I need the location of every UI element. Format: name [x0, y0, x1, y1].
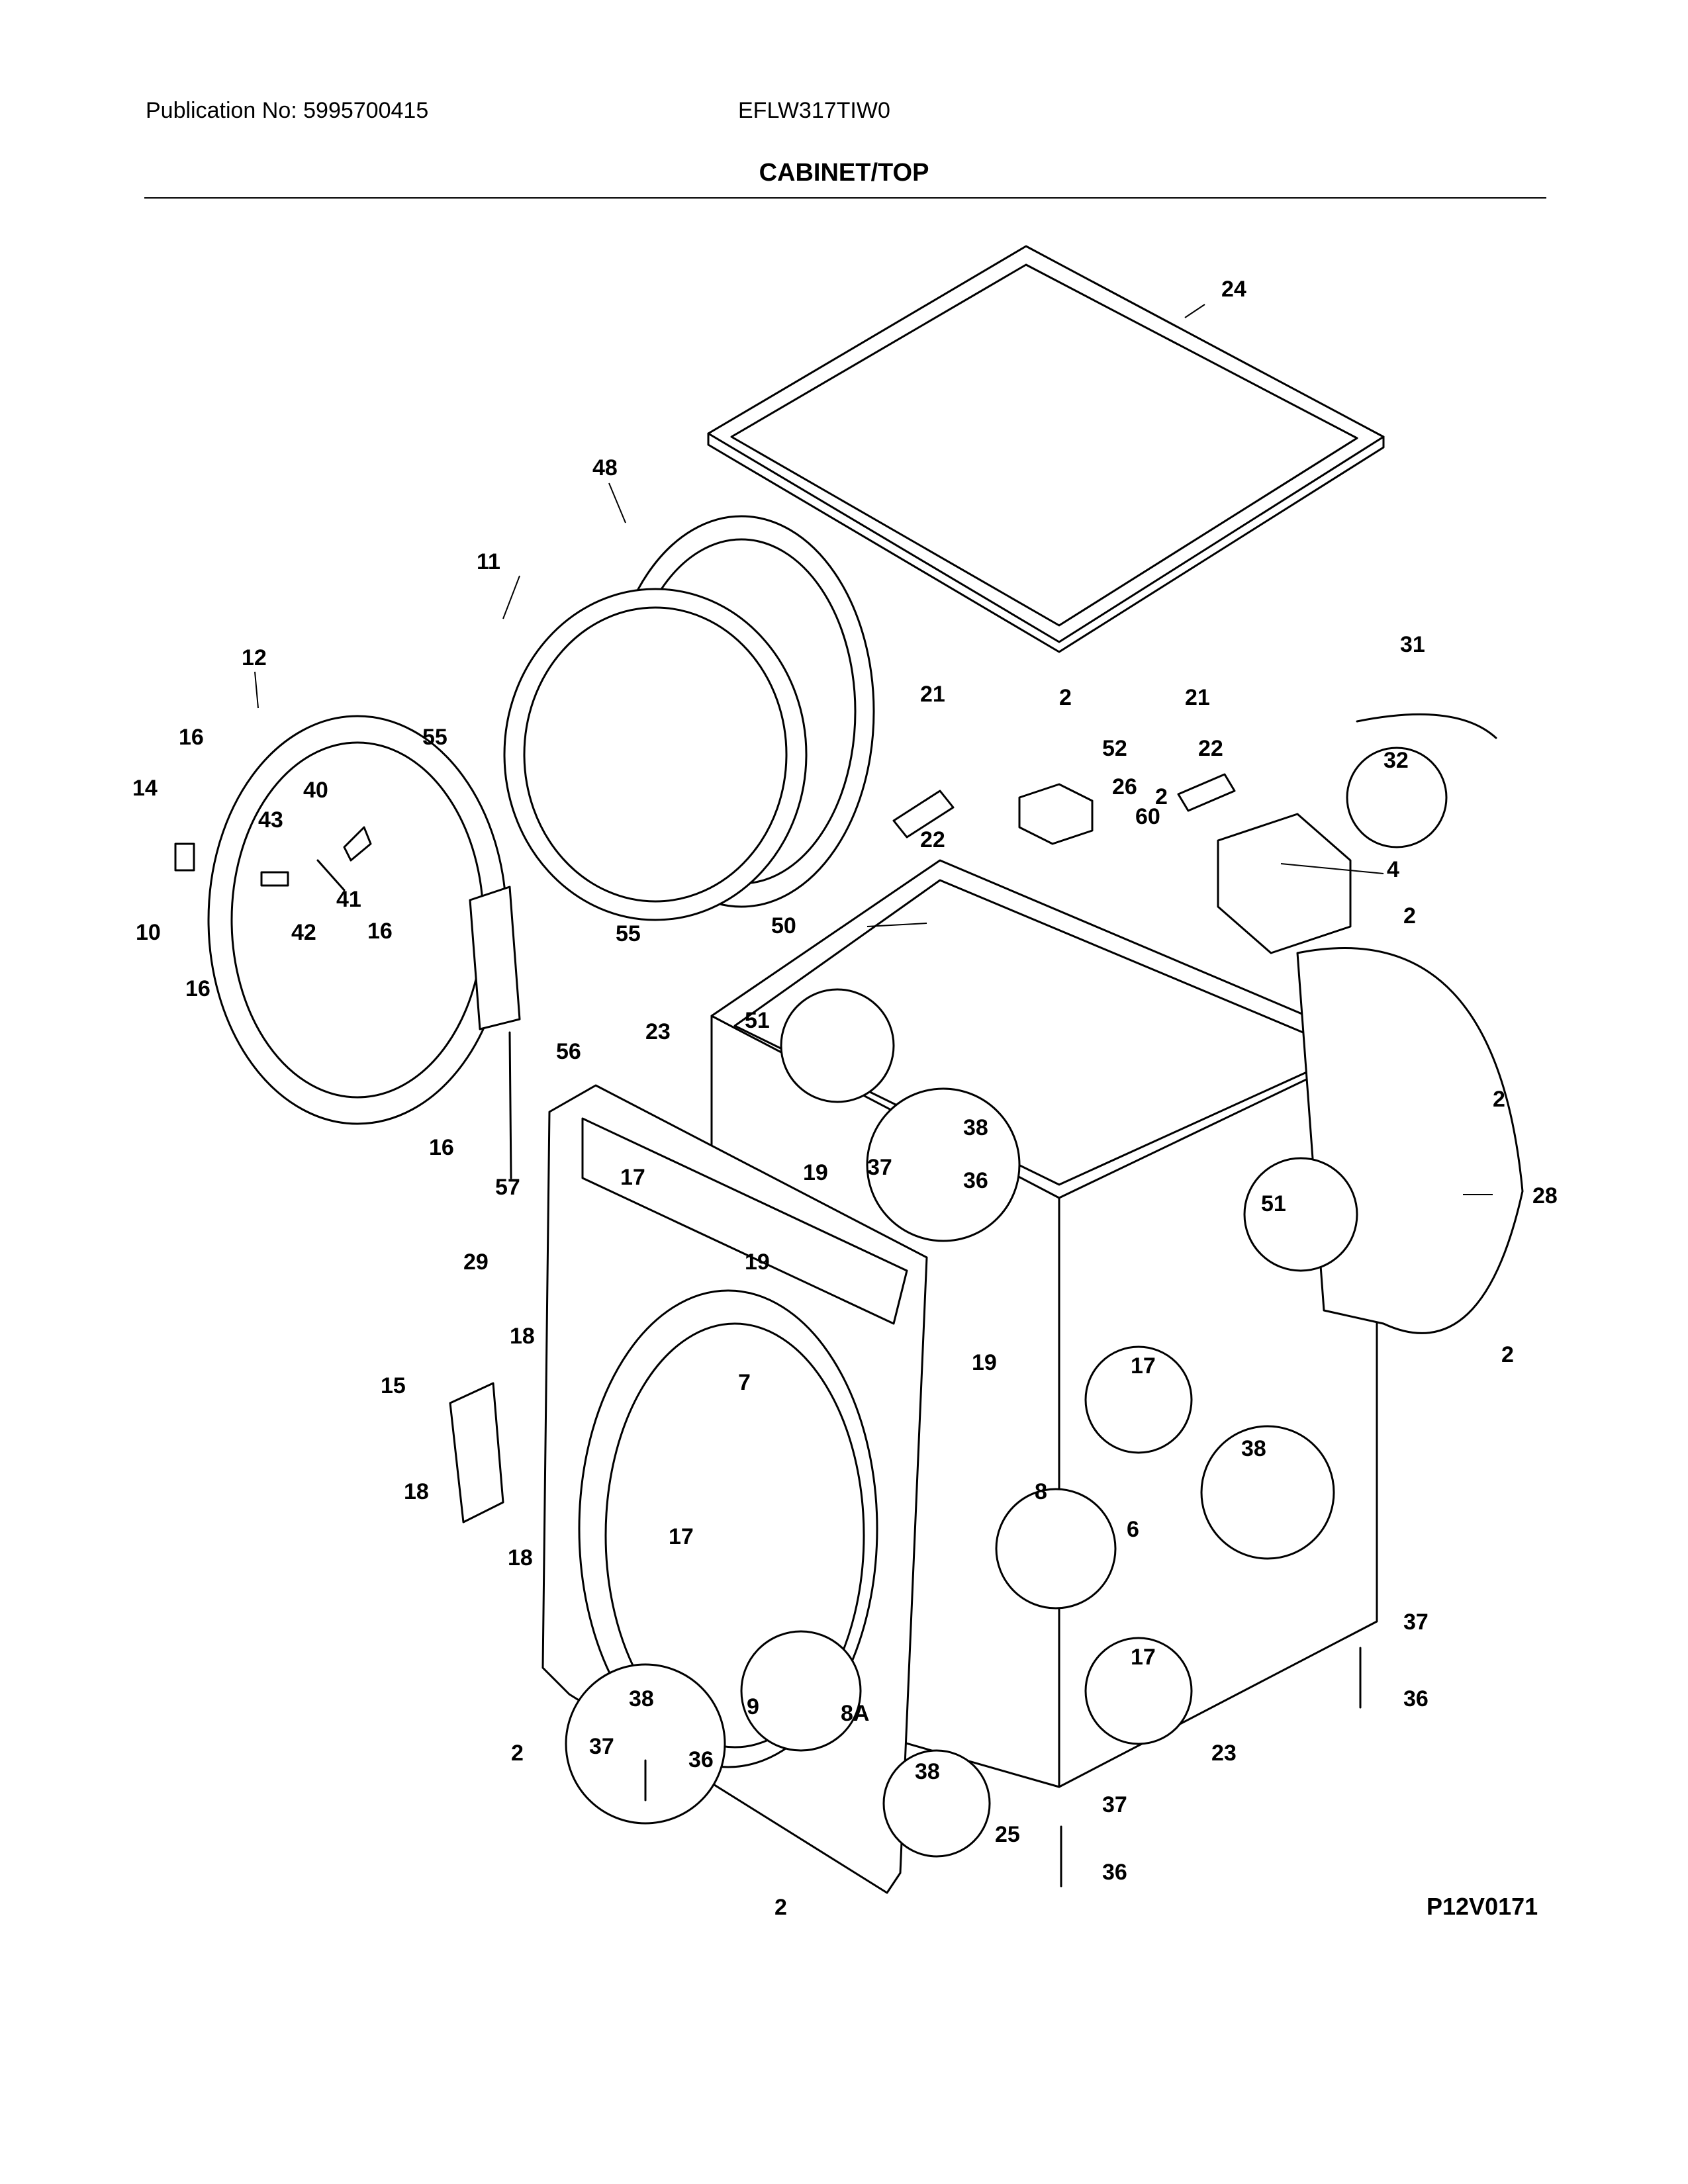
callout: 55 — [422, 725, 447, 750]
callout: 37 — [1403, 1610, 1429, 1635]
callout: 2 — [1501, 1342, 1514, 1367]
callout: 50 — [771, 913, 796, 938]
callout: 31 — [1400, 632, 1425, 657]
callout: 14 — [132, 776, 158, 801]
callout: 40 — [303, 778, 328, 803]
callout: 55 — [616, 921, 641, 946]
rod — [508, 1031, 512, 1179]
callout: 28 — [1532, 1183, 1558, 1208]
power-cord — [1356, 713, 1497, 739]
callout: 23 — [645, 1019, 671, 1044]
callout: 19 — [972, 1350, 997, 1375]
leveling-legs — [644, 1647, 1362, 1888]
publication-number: Publication No: 5995700415 — [146, 98, 429, 123]
callout: 56 — [556, 1039, 581, 1064]
figure-id: P12V0171 — [1427, 1893, 1538, 1920]
callout: 2 — [1059, 685, 1072, 710]
detail-circles — [565, 747, 1448, 1858]
callout: 2 — [1493, 1087, 1505, 1112]
callout: 42 — [291, 920, 316, 945]
callout: 36 — [688, 1747, 714, 1772]
callout: 10 — [136, 920, 161, 945]
callout: 17 — [1131, 1645, 1156, 1670]
callout: 2 — [1155, 784, 1168, 809]
callout: 19 — [745, 1250, 770, 1275]
callout: 8 — [1035, 1479, 1047, 1504]
callout: 36 — [1403, 1686, 1429, 1711]
callout: 2 — [1403, 903, 1416, 929]
callout: 16 — [185, 976, 211, 1001]
callout: 18 — [404, 1479, 429, 1504]
callout: 52 — [1102, 736, 1127, 761]
outer-door-ring — [207, 715, 508, 1125]
callout: 48 — [592, 455, 618, 480]
line-art — [174, 245, 1524, 1894]
rear-panel — [1296, 947, 1524, 1334]
callout: 16 — [429, 1135, 454, 1160]
callout: 36 — [963, 1168, 988, 1193]
callout: 18 — [508, 1545, 533, 1570]
callout: 12 — [242, 645, 267, 670]
callout: 16 — [367, 919, 393, 944]
callout: 6 — [1127, 1517, 1139, 1542]
door-hinge — [469, 886, 521, 1030]
callout: 7 — [738, 1370, 751, 1395]
callout: 26 — [1112, 774, 1137, 799]
bracket-22b — [1177, 773, 1236, 812]
callout: 38 — [1241, 1436, 1266, 1461]
lower-hinge — [449, 1382, 504, 1524]
callout: 15 — [381, 1373, 406, 1398]
callout: 32 — [1383, 748, 1409, 773]
leader-lines — [254, 304, 1493, 1195]
callout: 11 — [477, 549, 500, 574]
control-module — [1217, 813, 1352, 954]
callout: 18 — [510, 1324, 535, 1349]
door-glass — [503, 588, 808, 921]
callout: 36 — [1102, 1860, 1127, 1885]
bracket-22a — [892, 790, 955, 839]
callout: 8A — [841, 1701, 869, 1726]
callout: 17 — [620, 1165, 645, 1190]
callout: 60 — [1135, 804, 1160, 829]
callout: 57 — [495, 1175, 520, 1200]
callout: 16 — [179, 725, 204, 750]
callout: 19 — [803, 1160, 828, 1185]
callout: 38 — [963, 1115, 988, 1140]
callout: 43 — [258, 807, 283, 833]
callout: 2 — [511, 1741, 524, 1766]
callout: 25 — [995, 1822, 1020, 1847]
callout-labels: 24 48 11 12 16 55 14 40 43 41 42 10 16 1… — [132, 277, 1558, 1920]
callout: 23 — [1211, 1741, 1237, 1766]
callout: 24 — [1221, 277, 1246, 302]
callout: 2 — [774, 1895, 787, 1920]
callout: 17 — [1131, 1353, 1156, 1379]
callout: 21 — [1185, 685, 1210, 710]
callout: 22 — [1198, 736, 1223, 761]
section-title: CABINET/TOP — [759, 159, 929, 187]
callout: 37 — [589, 1734, 614, 1759]
callout: 51 — [745, 1008, 770, 1033]
callout: 4 — [1387, 857, 1399, 882]
callout: 51 — [1261, 1191, 1286, 1216]
callout: 38 — [629, 1686, 654, 1711]
callout: 17 — [669, 1524, 694, 1549]
handle-parts — [174, 826, 372, 891]
callout: 38 — [915, 1759, 940, 1784]
top-panel — [707, 245, 1385, 653]
callout: 9 — [747, 1694, 759, 1719]
callout: 22 — [920, 827, 945, 852]
callout: 41 — [336, 887, 361, 912]
callout: 37 — [1102, 1792, 1127, 1817]
model-number: EFLW317TIW0 — [738, 98, 890, 123]
header-divider — [144, 197, 1546, 199]
callout: 29 — [463, 1250, 489, 1275]
callout: 21 — [920, 682, 945, 707]
filter-block — [1018, 783, 1094, 845]
callout: 37 — [867, 1155, 892, 1180]
